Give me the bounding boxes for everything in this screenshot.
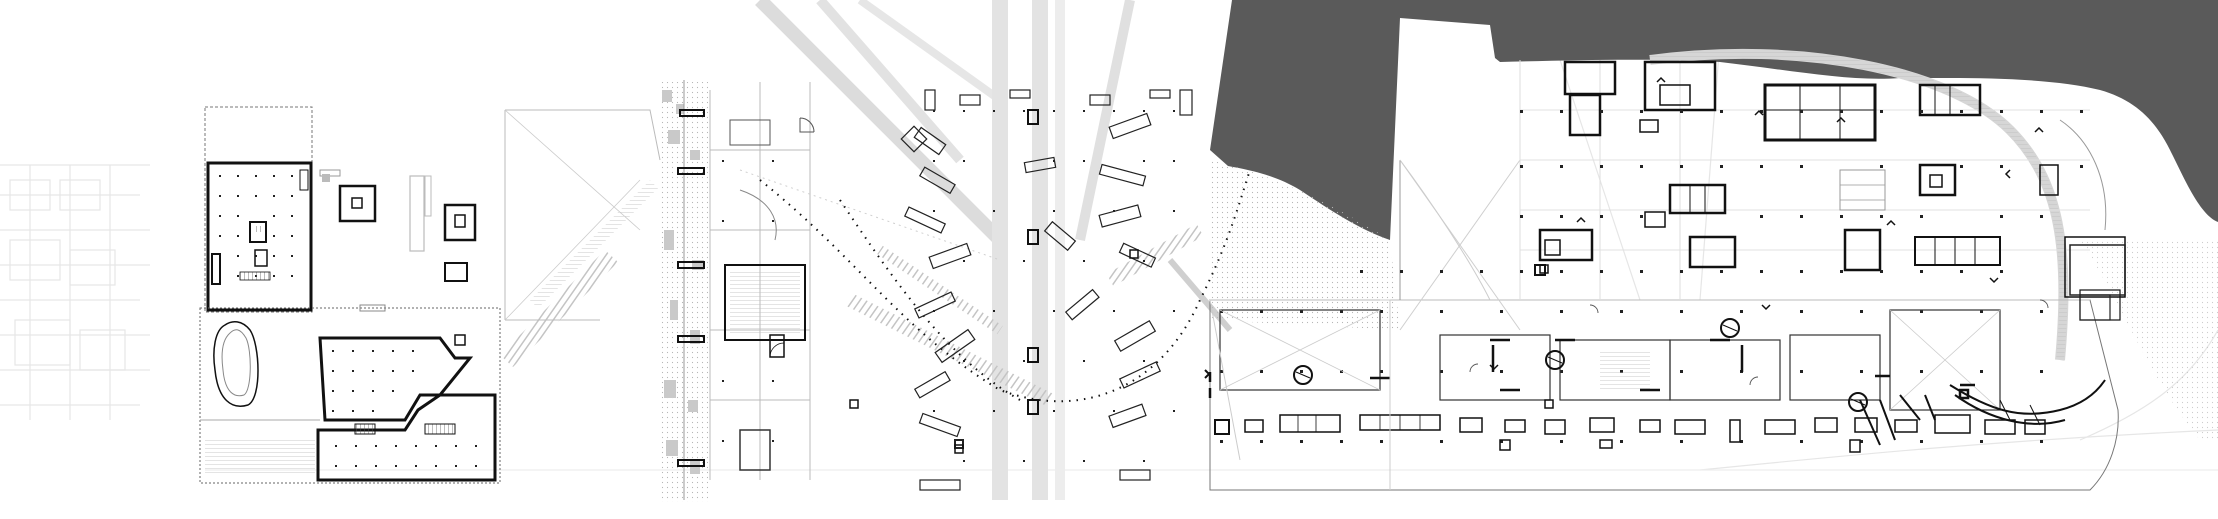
radiating-circulation-routes [739,0,1233,500]
direction-carets [1489,76,2044,371]
east-column-grid [1220,110,2083,443]
scattered-slab-blocks [900,89,1193,491]
small-pavilions [319,169,477,282]
east-apse [2059,119,2126,321]
perimeter-thresholds [1208,338,1975,398]
site-markers [849,249,1554,454]
mid-room-cluster [1534,163,2126,321]
building-block-southwest [199,304,501,484]
east-terminal-building [1208,60,2126,491]
east-linework [1209,159,1491,490]
east-entrance-bay [1859,379,2106,446]
central-column-grid [933,110,1175,462]
curved-walkway-band [1649,48,2069,361]
central-building-strip [660,80,708,502]
hatched-pedestrian-paths [500,109,661,367]
building-block-central [709,82,815,480]
front-shopfronts [1214,414,2046,453]
central-stair-cores [1027,109,1039,415]
building-block-west [204,106,313,313]
door-swing-arcs [1469,299,2049,386]
existing-building-mass [1210,0,2218,240]
